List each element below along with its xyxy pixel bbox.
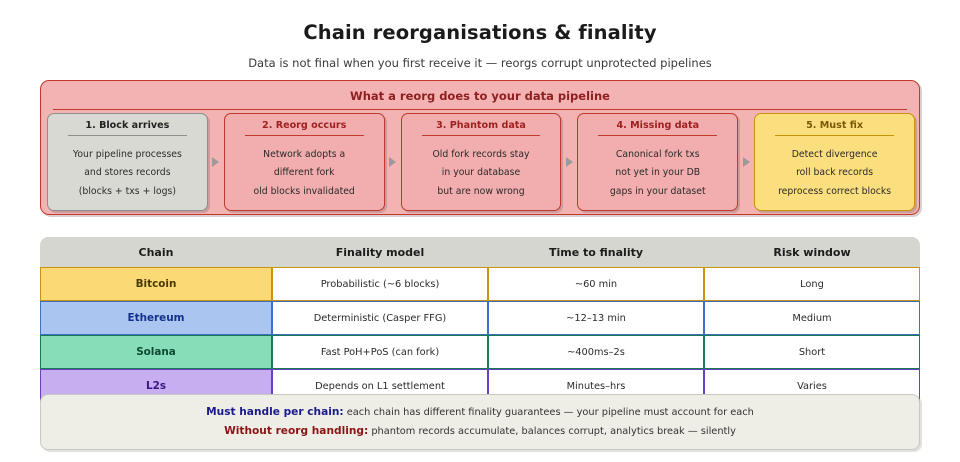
- pipeline-step-heading: 5. Must fix: [806, 120, 864, 131]
- risk-window-cell: Long: [704, 267, 920, 301]
- footer-note: Must handle per chain: each chain has di…: [40, 394, 920, 450]
- pipeline-step-rule: [244, 135, 364, 136]
- time-to-finality-cell: ~400ms–2s: [488, 335, 704, 369]
- column-header-chain: Chain: [40, 237, 272, 267]
- pipeline-step-line: but are now wrong: [437, 186, 525, 198]
- pipeline-step-body: Detect divergence roll back records reproc…: [761, 141, 908, 206]
- time-to-finality-cell: ~60 min: [488, 267, 704, 301]
- arrow-right-icon: [208, 113, 224, 211]
- pipeline-step-line: Old fork records stay: [432, 148, 530, 160]
- pipeline-step-body: Old fork records stay in your database but…: [408, 141, 555, 206]
- pipeline-step-heading: 3. Phantom data: [436, 120, 526, 131]
- footer-note-line-1: Must handle per chain: each chain has di…: [41, 403, 919, 422]
- pipeline-step-line: roll back records: [796, 167, 874, 179]
- arrow-right-icon: [561, 113, 577, 211]
- footer-note-text-1: each chain has different finality guaran…: [346, 407, 754, 419]
- pipeline-step-line: old blocks invalidated: [253, 186, 355, 198]
- pipeline-step-line: and stores records: [84, 167, 171, 179]
- finality-table: Chain Finality model Time to finality Ri…: [40, 237, 920, 403]
- table-header-row: Chain Finality model Time to finality Ri…: [40, 237, 920, 267]
- pipeline-step-body: Network adopts a different fork old blocks…: [231, 141, 378, 206]
- risk-window-cell: Medium: [704, 301, 920, 335]
- pipeline-step-rule: [775, 135, 894, 136]
- page-title: Chain reorganisations & finality: [303, 21, 657, 44]
- pipeline-step-heading: 1. Block arrives: [85, 120, 170, 131]
- column-header-finality-model: Finality model: [272, 237, 488, 267]
- footer-note-text-2: phantom records accumulate, balances cor…: [371, 426, 736, 437]
- arrow-right-icon: [738, 113, 754, 211]
- arrow-right-glyph: [742, 157, 750, 167]
- pipeline-step-line: Detect divergence: [791, 148, 878, 160]
- footer-note-line-2: Without reorg handling: phantom records …: [41, 422, 919, 441]
- page-subtitle: Data is not final when you first receive…: [248, 56, 712, 70]
- pipeline-panel-rule: [53, 109, 907, 110]
- finality-model-cell: Deterministic (Casper FFG): [272, 301, 488, 335]
- pipeline-step-body: Canonical fork txs not yet in your DB gaps…: [584, 141, 731, 206]
- chain-name-cell: Solana: [40, 335, 272, 369]
- column-header-risk-window: Risk window: [704, 237, 920, 267]
- pipeline-step-line: different fork: [273, 167, 335, 179]
- chain-name-cell: Bitcoin: [40, 267, 272, 301]
- pipeline-panel-title: What a reorg does to your data pipeline: [350, 89, 610, 103]
- pipeline-step-heading: 4. Missing data: [616, 120, 700, 131]
- pipeline-step-line: Your pipeline processes: [72, 148, 182, 160]
- finality-model-cell: Fast PoH+PoS (can fork): [272, 335, 488, 369]
- pipeline-step-line: gaps in your dataset: [609, 186, 706, 198]
- footer-note-label-1: Must handle per chain:: [206, 406, 344, 419]
- pipeline-step-line: in your database: [441, 167, 521, 179]
- pipeline-step-rule: [68, 135, 187, 136]
- pipeline-step-line: Network adopts a: [263, 148, 346, 160]
- pipeline-step-line: Canonical fork txs: [615, 148, 700, 160]
- pipeline-step-line: not yet in your DB: [615, 167, 701, 179]
- chain-name-cell: Ethereum: [40, 301, 272, 335]
- finality-model-cell: Probabilistic (~6 blocks): [272, 267, 488, 301]
- pipeline-panel: What a reorg does to your data pipeline …: [40, 80, 920, 215]
- arrow-right-glyph: [389, 157, 397, 167]
- arrow-right-glyph: [565, 157, 573, 167]
- pipeline-step-line: reprocess correct blocks: [778, 186, 892, 198]
- pipeline-step-line: (blocks + txs + logs): [78, 186, 176, 198]
- table-header: Chain Finality model Time to finality Ri…: [40, 237, 920, 267]
- footer-note-label-2: Without reorg handling:: [224, 425, 369, 437]
- risk-window-cell: Short: [704, 335, 920, 369]
- column-header-time-to-finality: Time to finality: [488, 237, 704, 267]
- pipeline-step-body: Your pipeline processes and stores record…: [54, 141, 201, 206]
- pipeline-step-heading: 2. Reorg occurs: [262, 120, 347, 131]
- pipeline-step-rule: [421, 135, 541, 136]
- arrow-right-icon: [385, 113, 401, 211]
- arrow-right-glyph: [212, 157, 220, 167]
- pipeline-step-rule: [598, 135, 718, 136]
- time-to-finality-cell: ~12–13 min: [488, 301, 704, 335]
